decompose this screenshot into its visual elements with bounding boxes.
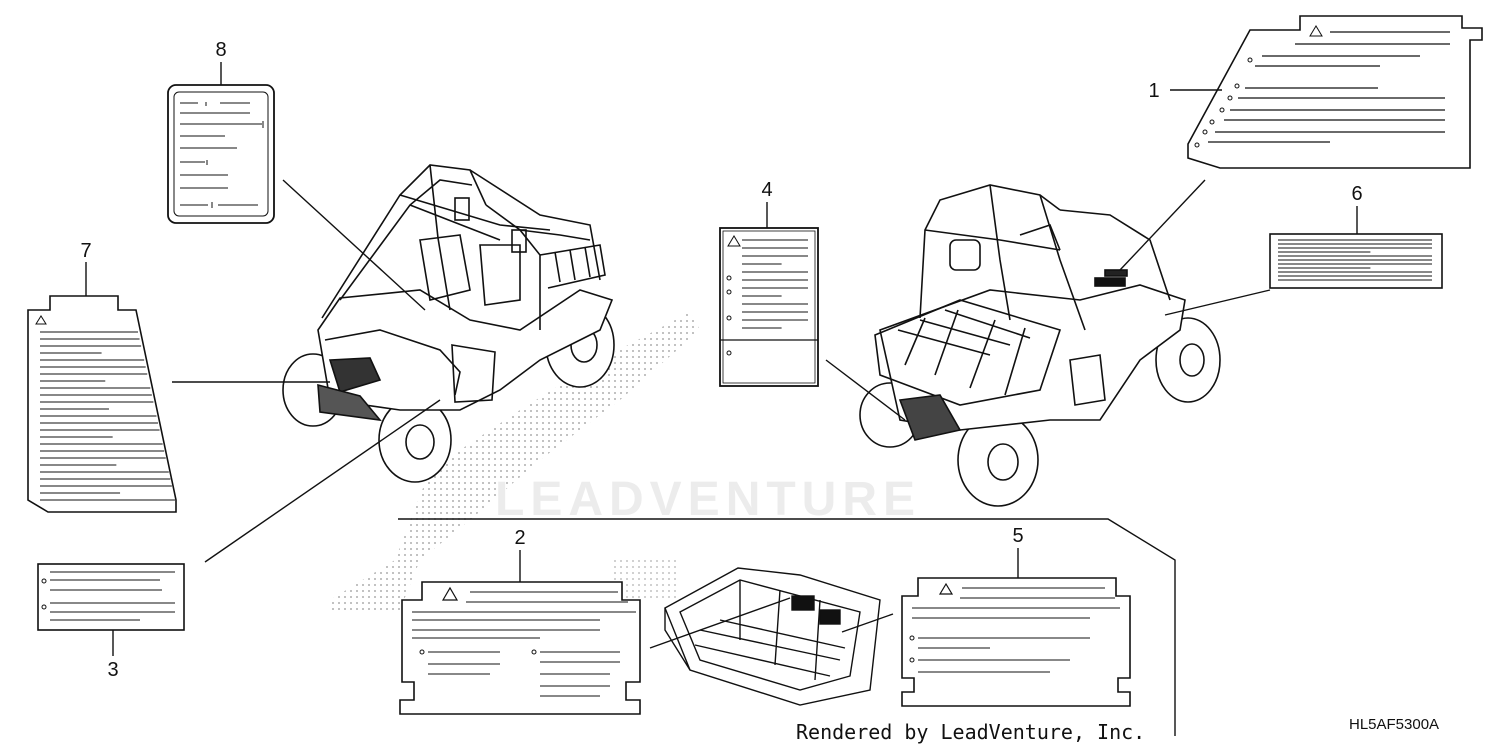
label-5-graphic <box>901 577 1131 707</box>
callout-5[interactable]: 5 <box>1012 525 1024 547</box>
callout-8[interactable]: 8 <box>215 39 227 61</box>
vehicle-front-view <box>282 164 615 483</box>
label-3-graphic <box>37 563 185 631</box>
leader-4-to-vehicle <box>825 359 906 421</box>
callout-2[interactable]: 2 <box>514 527 526 549</box>
label-1-graphic <box>1187 15 1483 169</box>
leader-2-to-cargo <box>649 597 791 649</box>
callout-7[interactable]: 7 <box>80 240 92 262</box>
label-4-graphic <box>719 227 819 387</box>
callout-1[interactable]: 1 <box>1148 80 1160 102</box>
label-2-graphic <box>399 581 641 715</box>
leader-lines <box>85 62 1358 736</box>
label-8-graphic <box>167 84 275 224</box>
vehicle-rear-view <box>859 184 1221 507</box>
label-6-graphic <box>1269 233 1443 289</box>
cargo-bracket <box>398 518 1176 736</box>
label-7-graphic <box>27 295 177 513</box>
ground-shadow-2 <box>610 560 680 600</box>
leader-6-to-vehicle <box>1164 289 1271 316</box>
leader-1-to-vehicle <box>1119 179 1206 271</box>
leader-5-to-cargo <box>841 613 894 633</box>
callout-4[interactable]: 4 <box>761 179 773 201</box>
render-credit: Rendered by LeadVenture, Inc. <box>796 720 1146 744</box>
callout-6[interactable]: 6 <box>1351 183 1363 205</box>
watermark: LEADVENTURE <box>495 473 922 526</box>
leader-8-to-vehicle <box>282 179 426 311</box>
cargo-bed <box>664 567 881 706</box>
leader-3-to-vehicle <box>204 399 441 563</box>
callout-3[interactable]: 3 <box>107 659 119 681</box>
diagram-code: HL5AF5300A <box>1349 716 1440 733</box>
ground-shadow <box>330 312 700 610</box>
